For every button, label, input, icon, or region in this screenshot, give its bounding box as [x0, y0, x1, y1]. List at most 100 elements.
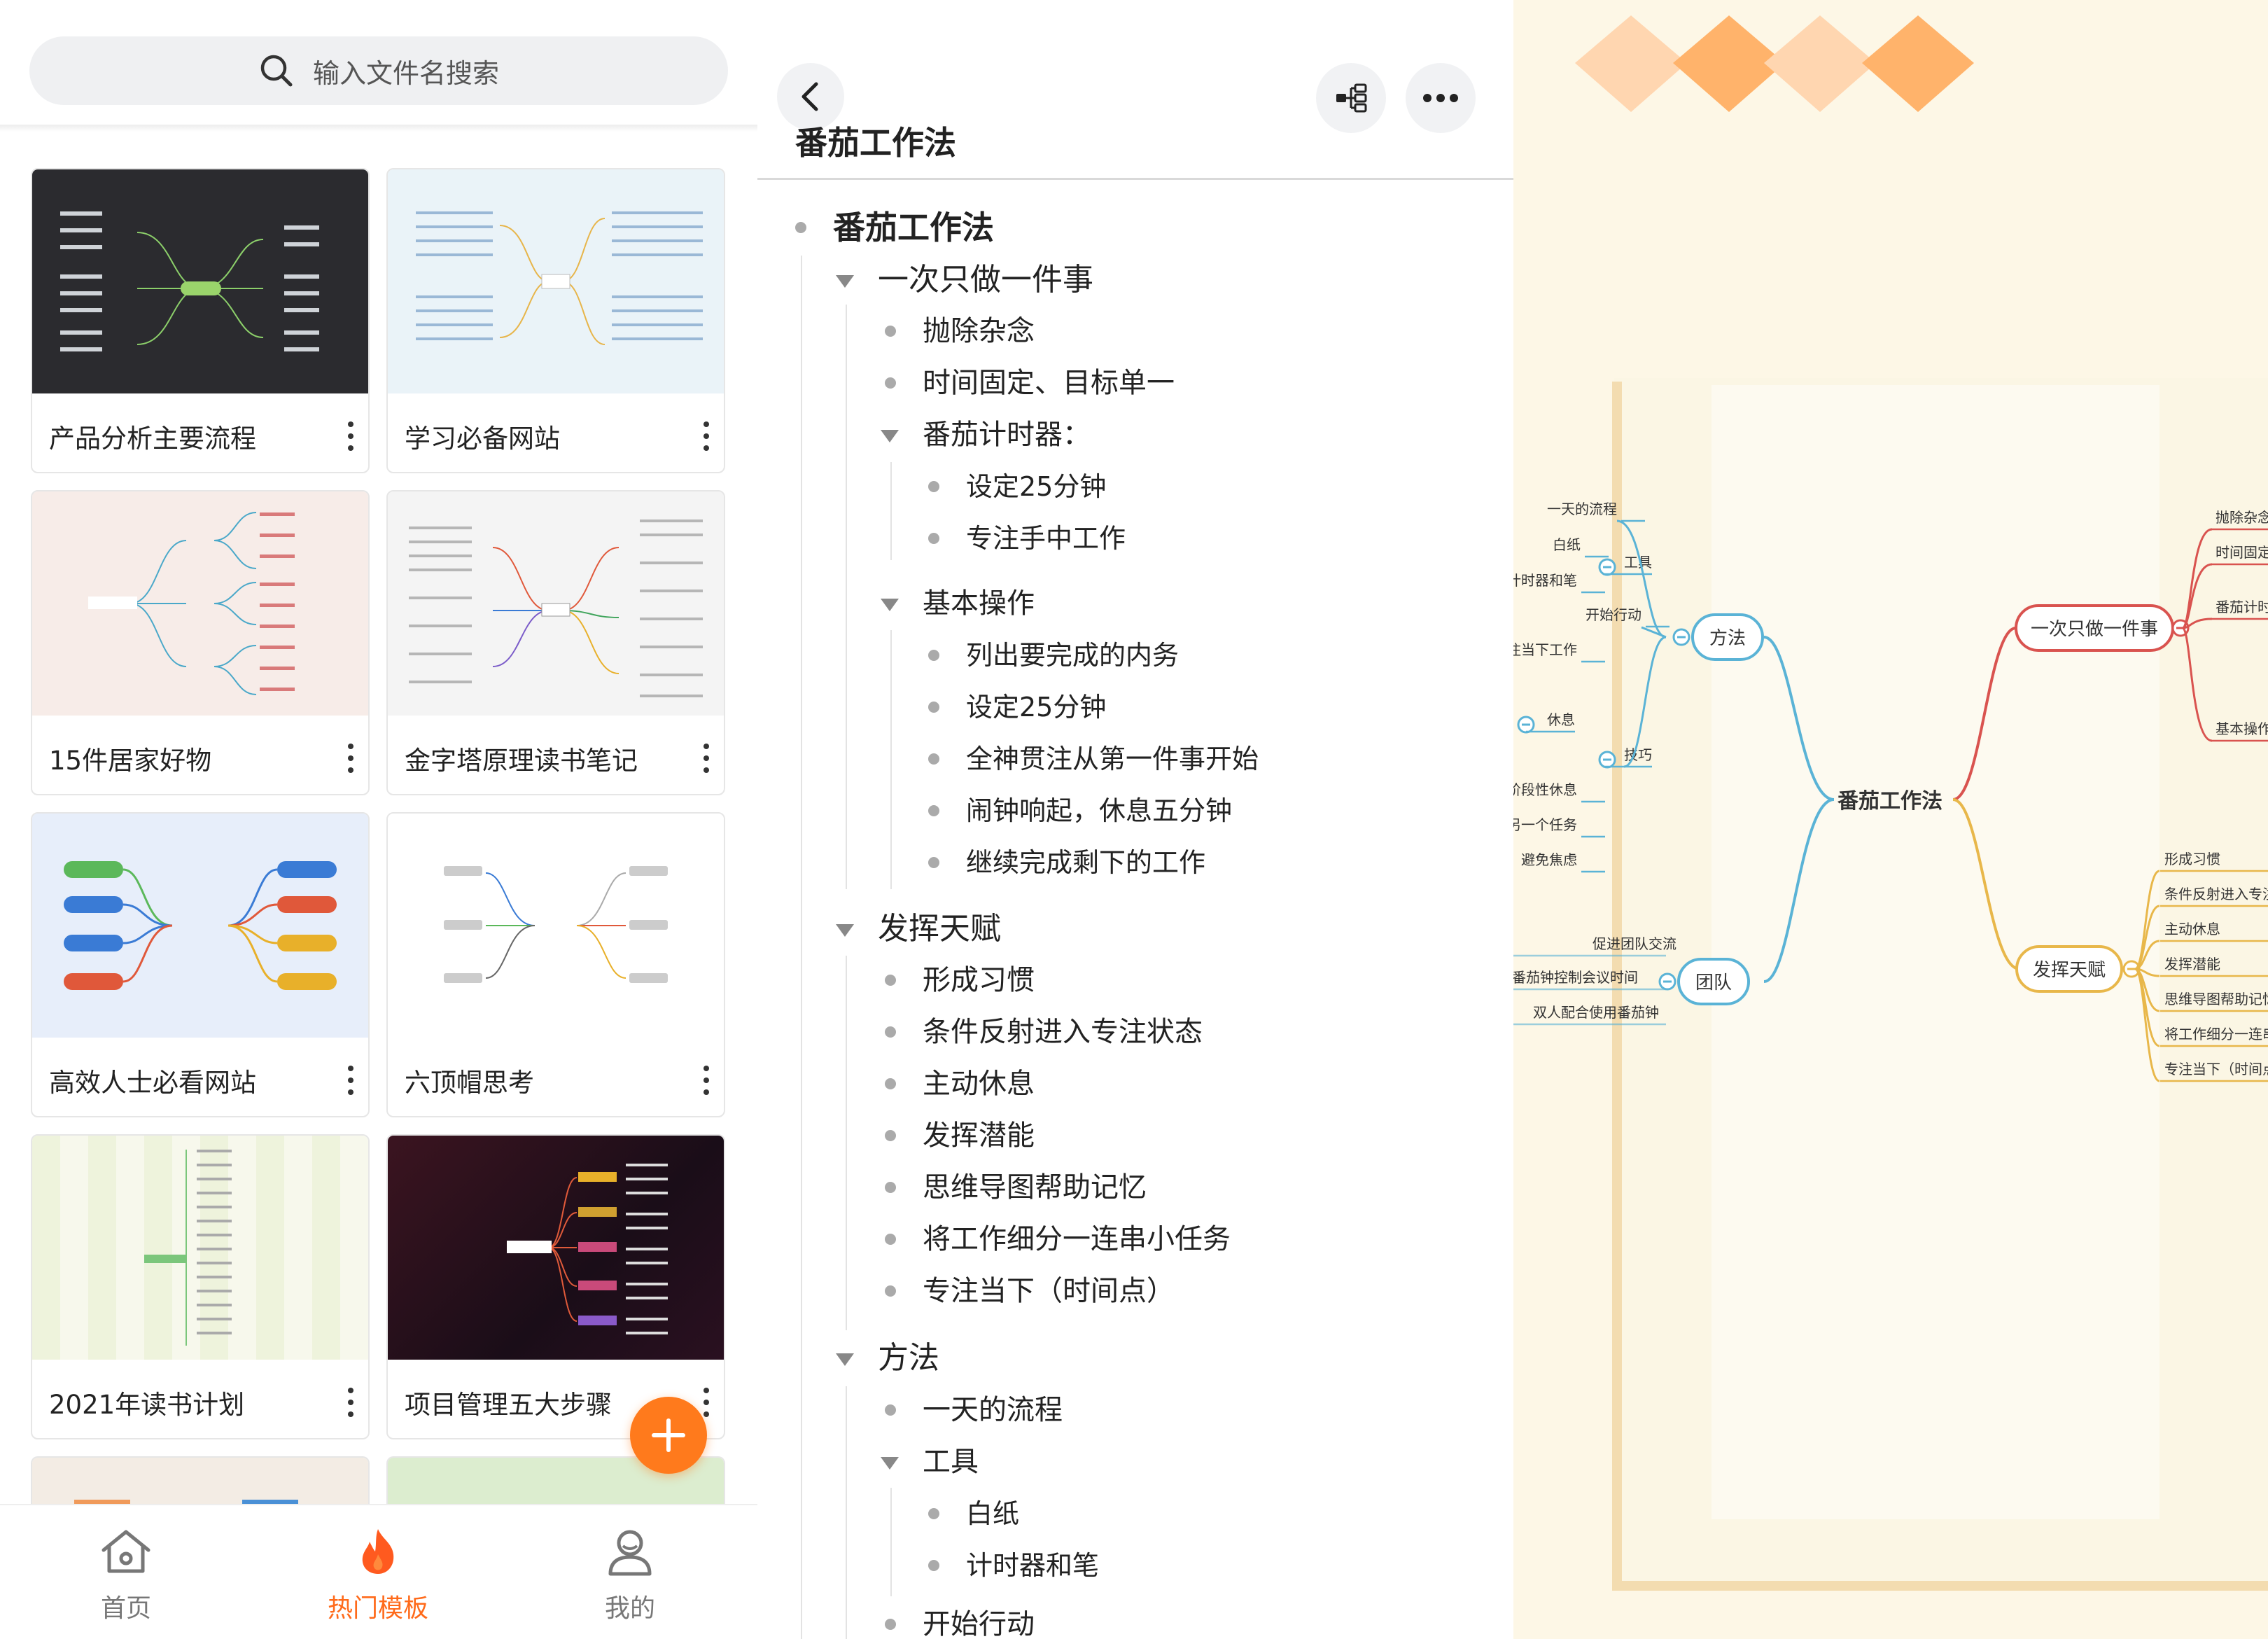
outline-item-text: 一天的流程 [923, 1394, 1063, 1426]
template-title: 六顶帽思考 [405, 1068, 534, 1098]
mindmap-connector [2134, 968, 2160, 1082]
outline-item-collapsible[interactable]: 发挥天赋 [836, 908, 1001, 950]
template-thumbnail [32, 814, 368, 1038]
mindmap-screen: 番茄工作法方法团队一次只做一件事发挥天赋一天的流程白纸工具计时器和笔开始行动注当… [1513, 0, 2268, 1639]
template-card[interactable]: 六顶帽思考 [386, 812, 725, 1117]
nav-home[interactable]: 首页 [56, 1526, 196, 1624]
mindmap-leaf-text: 条件反射进入专注 [2164, 886, 2268, 902]
template-title: 15件居家好物 [49, 746, 212, 776]
more-options-icon[interactable] [346, 1388, 356, 1417]
more-options-icon[interactable] [701, 421, 711, 451]
template-title: 高效人士必看网站 [49, 1068, 256, 1098]
outline-item[interactable]: 设定25分钟 [928, 466, 1106, 508]
collapse-triangle-icon[interactable] [836, 275, 854, 288]
template-card[interactable]: 项目管理五大步骤 [386, 1134, 725, 1439]
nav-profile[interactable]: 我的 [560, 1526, 700, 1624]
outline-item[interactable]: 专注当下（时间点） [885, 1270, 1175, 1312]
template-thumbnail [32, 491, 368, 716]
outline-item-text: 番茄工作法 [833, 209, 994, 246]
outline-item[interactable]: 一天的流程 [885, 1389, 1063, 1431]
nav-home-label: 首页 [100, 1594, 151, 1623]
collapse-triangle-icon[interactable] [836, 1353, 854, 1366]
outline-item[interactable]: 白纸 [928, 1493, 1019, 1535]
mindmap-frame-border [1612, 382, 2268, 1591]
template-card[interactable]: 15件居家好物 [31, 490, 370, 795]
outline-item-collapsible[interactable]: 工具 [881, 1441, 979, 1483]
template-card[interactable]: 金字塔原理读书笔记 [386, 490, 725, 795]
bullet-dot-icon [928, 753, 939, 765]
outline-item-collapsible[interactable]: 番茄计时器： [881, 414, 1091, 456]
template-card[interactable]: 产品分析主要流程 [31, 168, 370, 473]
bullet-dot-icon [928, 857, 939, 868]
outline-item-text: 发挥潜能 [923, 1120, 1035, 1152]
mindmap-leaf-text: 思维导图帮助记忆 [2164, 991, 2268, 1007]
outline-item[interactable]: 时间固定、目标单一 [885, 362, 1175, 404]
bullet-dot-icon [928, 805, 939, 816]
outline-item-text: 条件反射进入专注状态 [923, 1016, 1203, 1048]
outline-item[interactable]: 形成习惯 [885, 959, 1035, 1001]
mindmap-connector [2182, 618, 2213, 629]
mindmap-view-button[interactable] [1316, 63, 1386, 133]
outline-item[interactable]: 条件反射进入专注状态 [885, 1011, 1203, 1053]
collapse-triangle-icon[interactable] [836, 924, 854, 937]
outline-item[interactable]: 计时器和笔 [928, 1544, 1099, 1586]
home-icon [102, 1530, 150, 1573]
collapse-triangle-icon[interactable] [881, 599, 899, 611]
outline-item-text: 方法 [878, 1340, 939, 1376]
outline-item[interactable]: 设定25分钟 [928, 686, 1106, 728]
outline-item-collapsible[interactable]: 基本操作 [881, 583, 1035, 625]
outline-item[interactable]: 专注手中工作 [928, 517, 1126, 559]
more-options-icon[interactable] [701, 1388, 711, 1417]
header-divider [757, 178, 1513, 180]
outline-item[interactable]: 闹钟响起，休息五分钟 [928, 790, 1232, 832]
outline-item-text: 专注手中工作 [966, 523, 1126, 554]
more-options-icon[interactable] [701, 1066, 711, 1095]
bullet-dot-icon [885, 326, 896, 337]
more-options-icon[interactable] [346, 421, 356, 451]
more-options-icon[interactable] [346, 1066, 356, 1095]
outline-item[interactable]: 番茄工作法 [795, 207, 994, 249]
collapse-triangle-icon[interactable] [881, 430, 899, 442]
more-button[interactable] [1406, 63, 1476, 133]
outline-item[interactable]: 思维导图帮助记忆 [885, 1166, 1147, 1208]
mindmap-leaf-text: 抛除杂念 [2216, 509, 2268, 526]
bullet-dot-icon [885, 1619, 896, 1630]
template-card[interactable]: 高效人士必看网站 [31, 812, 370, 1117]
outline-item-text: 一次只做一件事 [878, 262, 1093, 298]
outline-item[interactable]: 主动休息 [885, 1063, 1035, 1105]
outline-item[interactable]: 开始行动 [885, 1603, 1035, 1639]
template-thumbnail [388, 814, 724, 1038]
outline-item[interactable]: 列出要完成的内务 [928, 634, 1179, 676]
template-thumbnail [32, 169, 368, 393]
outline-item-collapsible[interactable]: 方法 [836, 1337, 939, 1379]
mindmap-leaf-text: 专注当下（时间点 [2164, 1061, 2268, 1077]
mindmap-node-team [1677, 958, 1750, 1005]
back-button[interactable] [777, 63, 844, 130]
mindmap-leaf-text: 双人配合使用番茄钟 [1533, 1004, 1659, 1021]
outline-item[interactable]: 发挥潜能 [885, 1115, 1035, 1157]
user-icon [608, 1530, 652, 1576]
more-options-icon[interactable] [346, 744, 356, 773]
outline-item[interactable]: 全神贯注从第一件事开始 [928, 738, 1259, 780]
outline-item[interactable]: 抛除杂念 [885, 310, 1035, 352]
outline-item-text: 形成习惯 [923, 964, 1035, 996]
outline-item[interactable]: 将工作细分一连串小任务 [885, 1218, 1231, 1260]
more-options-icon[interactable] [701, 744, 711, 773]
nav-profile-label: 我的 [604, 1594, 655, 1623]
outline-guide-line [890, 630, 892, 889]
bottom-navigation: 首页 热门模板 我的 [0, 1504, 757, 1639]
chevron-left-icon [802, 82, 818, 111]
mindmap-connector [1641, 626, 1667, 639]
outline-item-text: 发挥天赋 [878, 911, 1001, 947]
search-input[interactable]: 输入文件名搜索 [29, 36, 728, 105]
outline-item-collapsible[interactable]: 一次只做一件事 [836, 259, 1093, 301]
mindmap-structure-icon [1336, 83, 1367, 113]
add-button[interactable] [630, 1397, 707, 1474]
template-card[interactable]: 学习必备网站 [386, 168, 725, 473]
template-card[interactable]: 2021年读书计划 [31, 1134, 370, 1439]
outline-item[interactable]: 继续完成剩下的工作 [928, 842, 1205, 884]
bullet-dot-icon [795, 222, 806, 233]
nav-hot-templates[interactable]: 热门模板 [308, 1526, 448, 1624]
collapse-triangle-icon[interactable] [881, 1457, 899, 1470]
mindmap-leaf-text: 发挥潜能 [2164, 956, 2220, 972]
